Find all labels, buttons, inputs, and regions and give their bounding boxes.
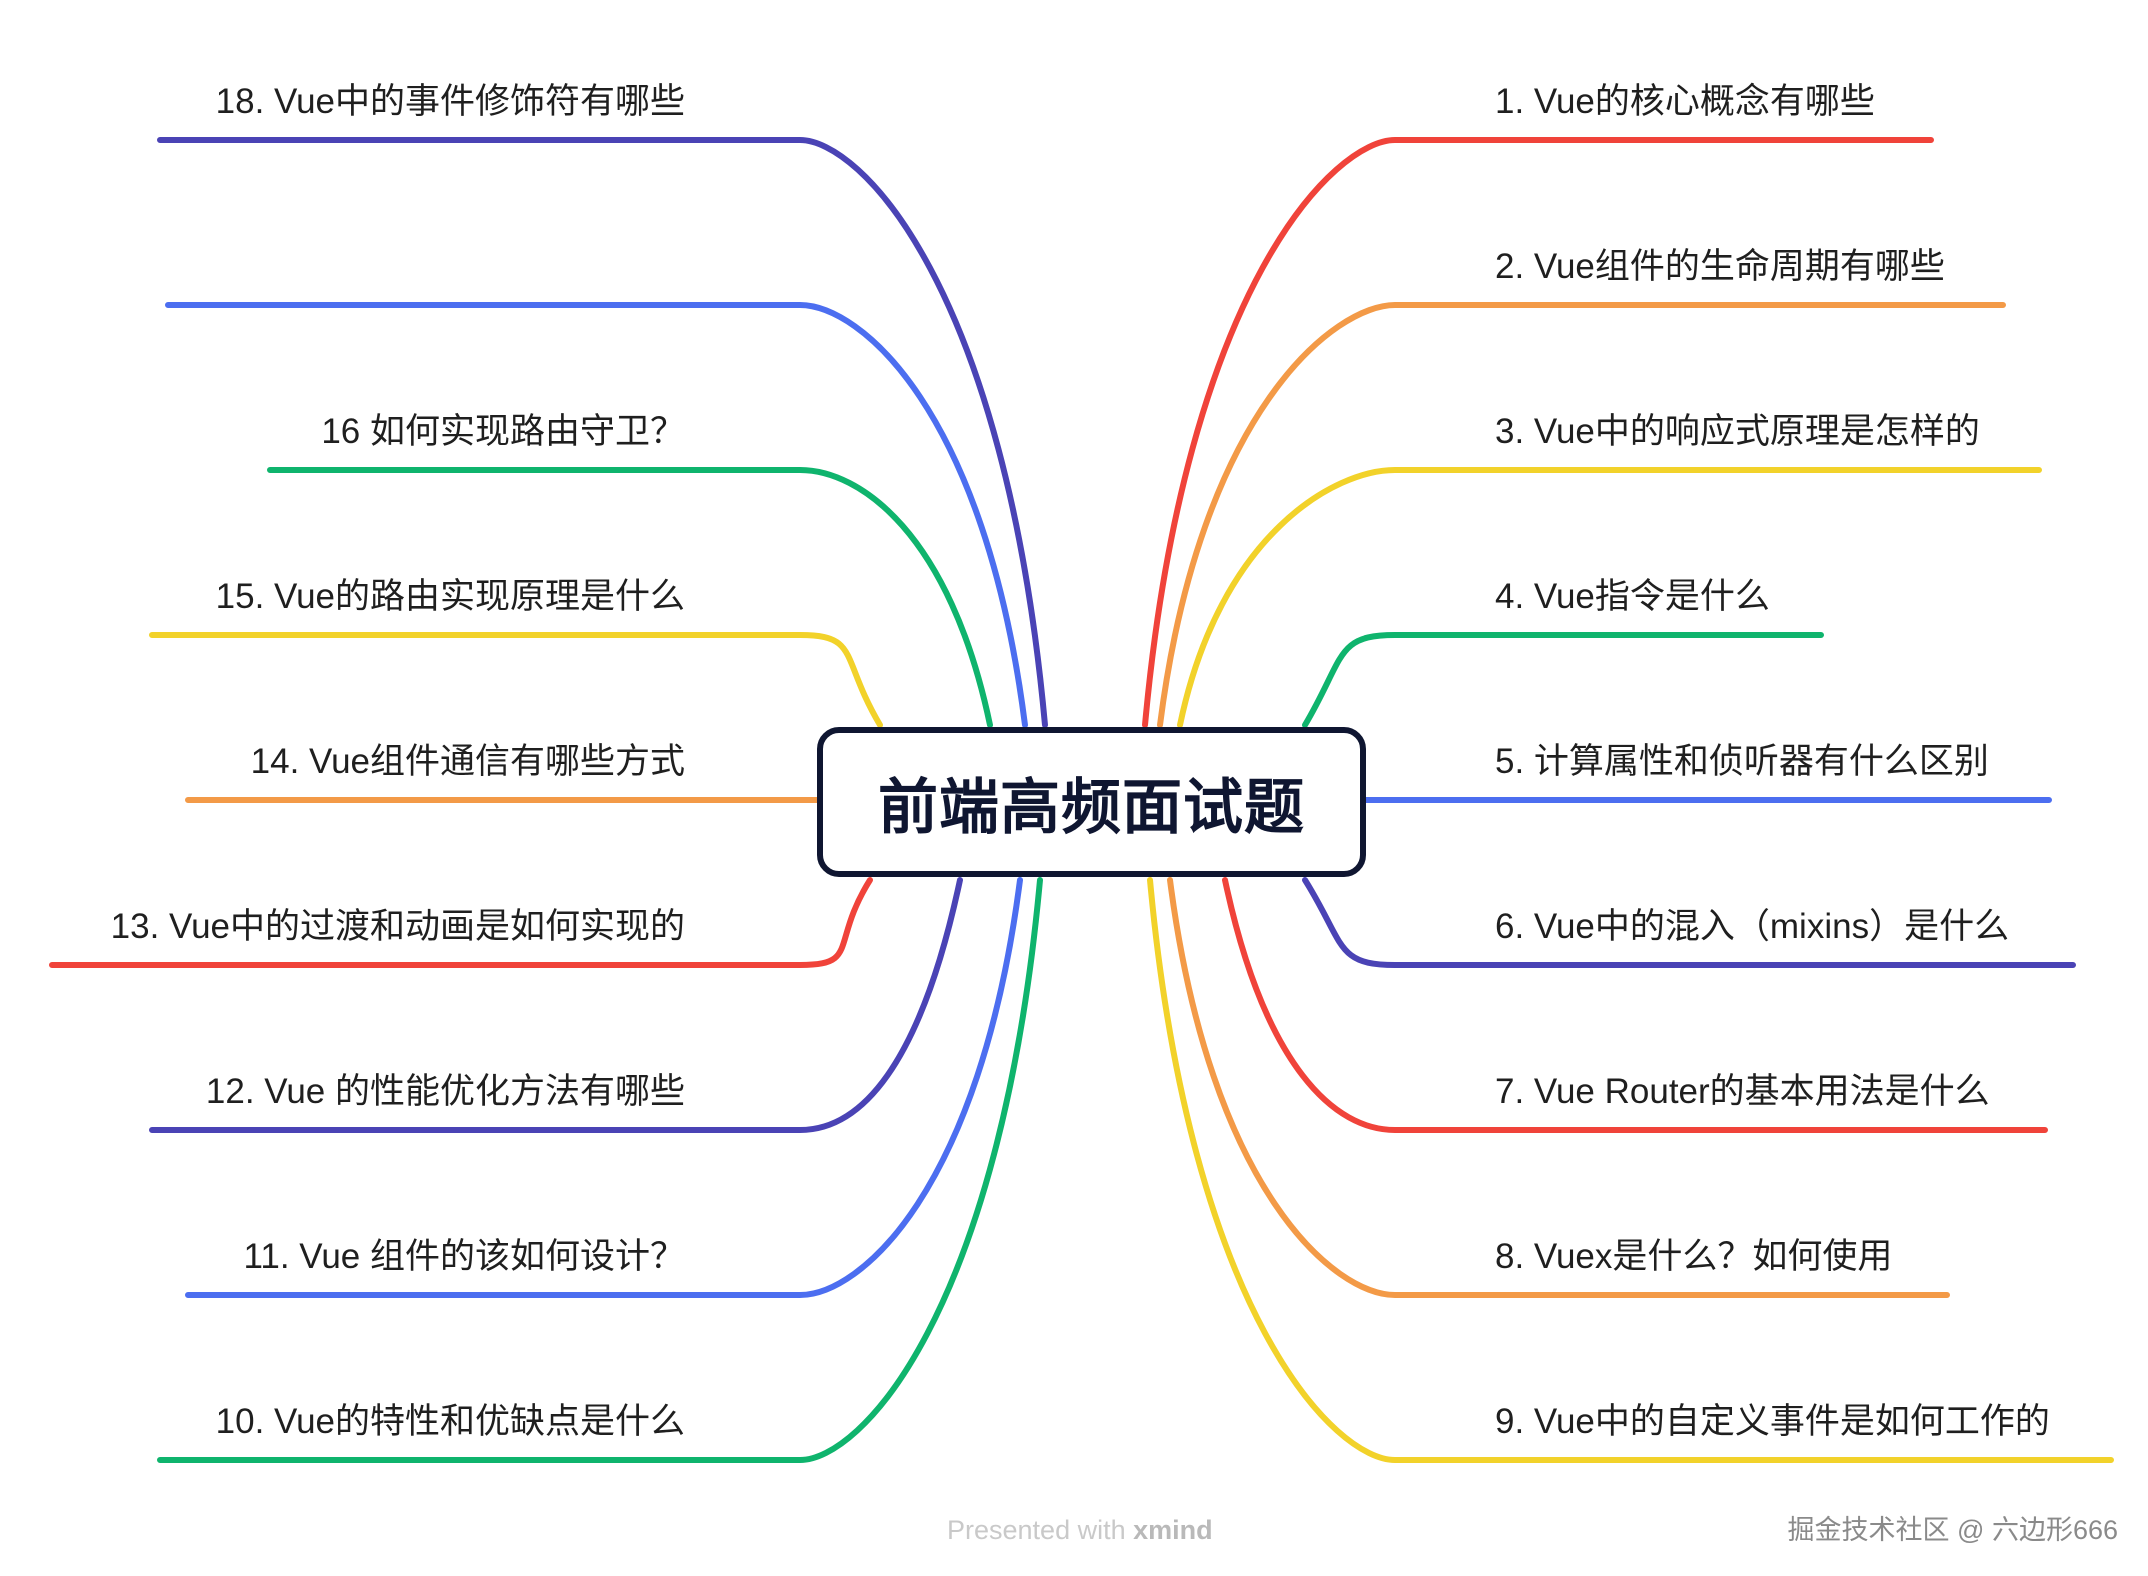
topic-left-3[interactable]: 16 如何实现路由守卫？: [321, 412, 685, 451]
topic-left-6[interactable]: 13. Vue中的过渡和动画是如何实现的: [110, 907, 685, 946]
branch-line-left-3: [267, 467, 993, 728]
topic-right-6[interactable]: 6. Vue中的混入（mixins）是什么: [1495, 907, 2010, 946]
branch-line-left-4: [149, 632, 883, 728]
topic-left-7[interactable]: 12. Vue 的性能优化方法有哪些: [205, 1072, 685, 1111]
branch-line-right-4: [1302, 632, 1824, 728]
topic-left-9[interactable]: 10. Vue的特性和优缺点是什么: [215, 1402, 685, 1441]
branch-line-right-9: [1147, 877, 2114, 1463]
branch-line-right-8: [1167, 877, 1950, 1298]
presented-with-xmind: Presented with xmind: [947, 1515, 1213, 1546]
branch-line-left-9: [157, 877, 1043, 1463]
topic-right-2[interactable]: 2. Vue组件的生命周期有哪些: [1495, 247, 1945, 286]
topic-left-4[interactable]: 15. Vue的路由实现原理是什么: [215, 577, 685, 616]
presented-prefix: Presented with: [947, 1515, 1126, 1545]
branch-line-right-6: [1302, 877, 2076, 968]
branch-line-left-8: [185, 877, 1023, 1298]
topic-left-8[interactable]: 11. Vue 组件的该如何设计？: [243, 1237, 685, 1276]
branch-line-left-2: [165, 302, 1028, 728]
topic-right-4[interactable]: 4. Vue指令是什么: [1495, 577, 1770, 616]
xmind-brand: xmind: [1133, 1515, 1213, 1545]
central-topic-label: 前端高频面试题: [878, 772, 1305, 843]
topic-left-5[interactable]: 14. Vue组件通信有哪些方式: [250, 742, 685, 781]
branch-line-left-6: [49, 877, 873, 968]
branch-line-left-1: [157, 137, 1048, 728]
topic-right-7[interactable]: 7. Vue Router的基本用法是什么: [1495, 1072, 1990, 1111]
topic-right-5[interactable]: 5. 计算属性和侦听器有什么区别: [1495, 742, 1989, 781]
topic-right-8[interactable]: 8. Vuex是什么？如何使用: [1495, 1237, 1893, 1276]
topic-right-3[interactable]: 3. Vue中的响应式原理是怎样的: [1495, 412, 1980, 451]
branch-line-right-3: [1177, 467, 2042, 728]
branch-line-right-1: [1142, 137, 1934, 728]
watermark: 掘金技术社区 @ 六边形666: [1787, 1515, 2118, 1545]
topic-left-1[interactable]: 18. Vue中的事件修饰符有哪些: [215, 82, 685, 121]
branch-line-right-2: [1157, 302, 2006, 728]
topic-right-9[interactable]: 9. Vue中的自定义事件是如何工作的: [1495, 1402, 2050, 1441]
branch-line-right-7: [1222, 877, 2048, 1133]
branch-line-left-7: [149, 877, 963, 1133]
central-topic[interactable]: 前端高频面试题: [817, 727, 1366, 877]
topic-right-1[interactable]: 1. Vue的核心概念有哪些: [1495, 82, 1875, 121]
